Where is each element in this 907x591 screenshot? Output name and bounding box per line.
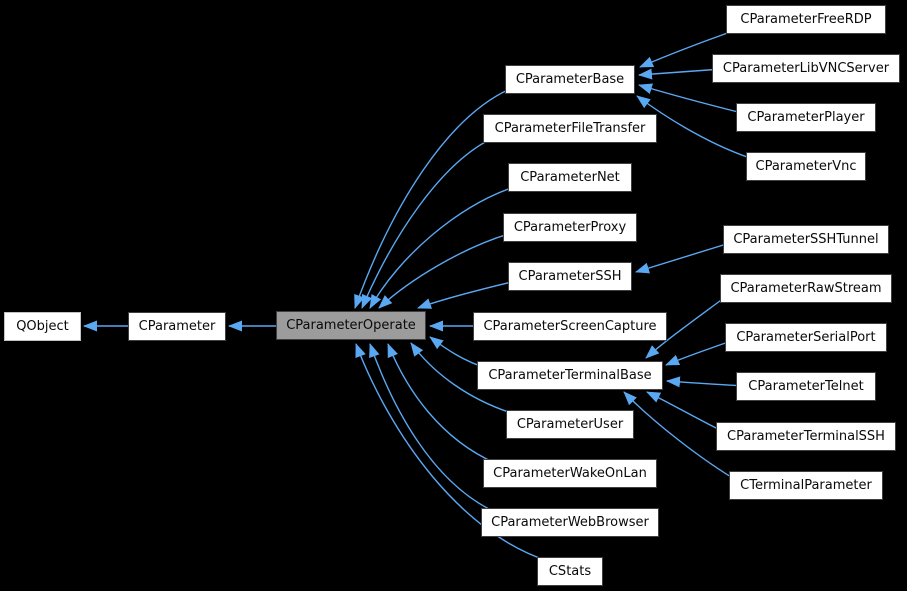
edge-cparameterfiletransfer-cparameteroperate [361, 136, 496, 309]
node-cparameterssh[interactable]: CParameterSSH [508, 262, 632, 291]
edge-cparameterssh-cparameteroperate [417, 279, 521, 309]
node-cparameterwakeonlan[interactable]: CParameterWakeOnLan [483, 459, 657, 488]
node-cparameterproxy[interactable]: CParameterProxy [503, 213, 637, 242]
node-cparametersshtunnel[interactable]: CParameterSSHTunnel [723, 225, 889, 254]
edge-cparameterfreerdp-cparameterbase [639, 29, 737, 68]
edge-cterminalparameter-cparameterterminalbase [623, 391, 742, 484]
node-cparameterrawstream[interactable]: CParameterRawStream [720, 274, 892, 303]
node-cparameter[interactable]: CParameter [128, 312, 226, 341]
edge-cparameterproxy-cparameteroperate [378, 231, 516, 309]
node-cparameterserialport[interactable]: CParameterSerialPort [725, 323, 887, 352]
node-cparameterfreerdp[interactable]: CParameterFreeRDP [726, 5, 886, 34]
node-cparametertelnet[interactable]: CParameterTelnet [736, 372, 876, 401]
node-cparameteruser[interactable]: CParameterUser [506, 410, 634, 439]
node-cparameternet[interactable]: CParameterNet [508, 163, 632, 192]
node-cparameterterminalbase[interactable]: CParameterTerminalBase [477, 361, 663, 390]
edge-cparametervnc-cparameterbase [636, 95, 757, 161]
edge-cparameteruser-cparameteroperate [410, 342, 519, 416]
node-cparameterscreencapture[interactable]: CParameterScreenCapture [473, 312, 667, 341]
edge-cparametersshtunnel-cparameterssh [635, 241, 734, 274]
edge-cparameterlibvncserver-cparameterbase [638, 68, 723, 80]
node-cparameterterminalssh[interactable]: CParameterTerminalSSH [716, 422, 896, 451]
node-cparameterwebbrowser[interactable]: CParameterWebBrowser [481, 508, 659, 537]
node-cparameteroperate[interactable]: CParameterOperate [276, 311, 426, 340]
edge-cstats-cparameteroperate [355, 343, 549, 562]
node-cparameterbase[interactable]: CParameterBase [505, 65, 635, 94]
node-cparameterplayer[interactable]: CParameterPlayer [736, 103, 876, 132]
edge-cparameterrawstream-cparameterterminalbase [645, 294, 729, 359]
edge-cparameterbase-cparameteroperate [354, 85, 518, 309]
node-cparameterfiletransfer[interactable]: CParameterFileTransfer [483, 114, 657, 143]
node-cparameterlibvncserver[interactable]: CParameterLibVNCServer [712, 54, 900, 83]
node-qobject: QObject [4, 312, 81, 341]
node-cparametervnc[interactable]: CParameterVnc [746, 152, 866, 181]
node-cstats[interactable]: CStats [537, 557, 603, 586]
node-cterminalparameter[interactable]: CTerminalParameter [729, 471, 883, 500]
edge-cparameternet-cparameteroperate [369, 184, 521, 309]
edge-cparameterwebbrowser-cparameteroperate [369, 343, 494, 512]
edge-cparameterplayer-cparameterbase [638, 83, 747, 115]
edge-cparameterwakeonlan-cparameteroperate [387, 343, 496, 464]
